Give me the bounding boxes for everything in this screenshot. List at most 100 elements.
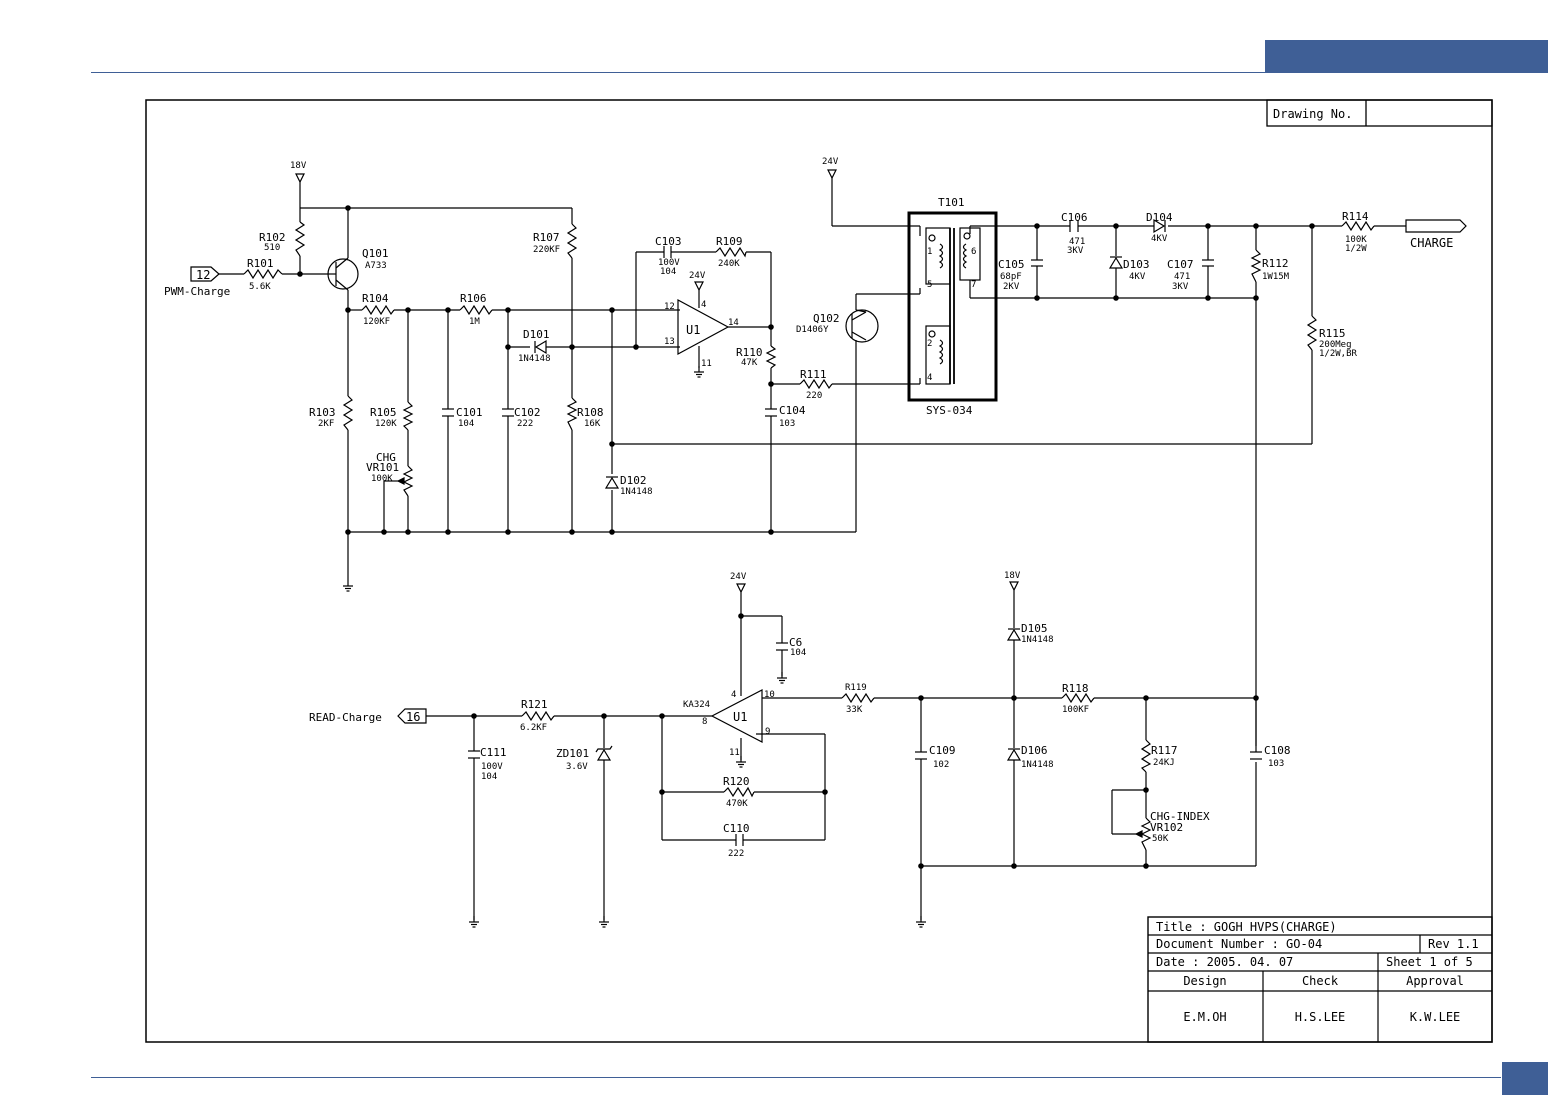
- label-d103: D103: [1123, 258, 1150, 271]
- label-r120-val: 470K: [726, 799, 748, 809]
- label-r103: R103: [309, 406, 336, 419]
- label-r111: R111: [800, 368, 827, 381]
- label-u1b-part: KA324: [683, 700, 710, 710]
- label-vr102-val: 50K: [1152, 834, 1169, 844]
- label-r111-val: 220: [806, 391, 822, 401]
- label-r105-val: 120K: [375, 419, 397, 429]
- label-q102: Q102: [813, 312, 840, 325]
- sheet-border: [145, 99, 1493, 1043]
- ground-symbol-c111: [468, 915, 480, 928]
- label-r115-val1: 200Meg: [1319, 340, 1352, 350]
- check-label: Check: [1302, 974, 1339, 988]
- label-v24-opamp1: 24V: [689, 271, 706, 281]
- label-u1a-p14: 14: [728, 318, 739, 328]
- label-t101-part: SYS-034: [926, 404, 973, 417]
- design-name: E.M.OH: [1183, 1010, 1226, 1024]
- label-d106: D106: [1021, 744, 1048, 757]
- label-r102: R102: [259, 231, 286, 244]
- label-v18-bottom: 18V: [1004, 571, 1021, 581]
- label-c104: C104: [779, 404, 806, 417]
- label-d101-val: 1N4148: [518, 354, 551, 364]
- pwm-port-label: PWM-Charge: [164, 285, 230, 298]
- label-t-p5: 5: [927, 280, 932, 290]
- pwm-port-number: 12: [196, 268, 210, 282]
- label-c110: C110: [723, 822, 750, 835]
- label-d102-val: 1N4148: [620, 487, 653, 497]
- upper-labels: 18V 24V 24V R102 510 R101 5.6K Q101 A733…: [247, 157, 1369, 497]
- label-r121: R121: [521, 698, 548, 711]
- label-u1a-p4: 4: [701, 300, 706, 310]
- label-c108: C108: [1264, 744, 1291, 757]
- label-c110-val: 222: [728, 849, 744, 859]
- label-r103-val: 2KF: [318, 419, 334, 429]
- label-c6-val: 104: [790, 648, 806, 658]
- label-c105-val1: 68pF: [1000, 272, 1022, 282]
- lower-junctions: [471, 613, 1259, 869]
- label-u1b-p10: 10: [764, 690, 775, 700]
- title-text: Title : GOGH HVPS(CHARGE): [1156, 920, 1337, 934]
- label-r105: R105: [370, 406, 397, 419]
- label-r121-val: 6.2KF: [520, 723, 547, 733]
- label-d105-val: 1N4148: [1021, 635, 1054, 645]
- sheet-count-text: Sheet 1 of 5: [1386, 955, 1473, 969]
- label-d105: D105: [1021, 622, 1048, 635]
- label-r106: R106: [460, 292, 487, 305]
- label-r107-val: 220KF: [533, 245, 560, 255]
- label-r119: R119: [845, 683, 867, 693]
- label-vr102-a: CHG-INDEX: [1150, 810, 1210, 823]
- lower-components: [468, 628, 1262, 851]
- label-r107: R107: [533, 231, 560, 244]
- label-u1a-p11: 11: [701, 359, 712, 369]
- label-vr102: VR102: [1150, 821, 1183, 834]
- label-q101: Q101: [362, 247, 389, 260]
- label-r104: R104: [362, 292, 389, 305]
- label-t-p2: 2: [927, 339, 932, 349]
- upper-components: [243, 211, 1375, 497]
- label-r112-val: 1W15M: [1262, 272, 1290, 282]
- label-r115: R115: [1319, 327, 1346, 340]
- label-d101: D101: [523, 328, 550, 341]
- charge-output-port: CHARGE: [1405, 219, 1467, 250]
- label-c107: C107: [1167, 258, 1194, 271]
- ground-symbol-c109: [915, 915, 927, 928]
- ground-symbol-1: [342, 579, 354, 592]
- label-u1b-p4: 4: [731, 690, 736, 700]
- label-r117-val: 24KJ: [1153, 758, 1175, 768]
- read-port-label: READ-Charge: [309, 711, 382, 724]
- label-c107-val2: 3KV: [1172, 282, 1189, 292]
- footer-accent-box: [1502, 1062, 1548, 1095]
- lower-wiring: [426, 590, 1257, 920]
- label-r109-val: 240K: [718, 259, 740, 269]
- upper-junctions: [297, 205, 1315, 535]
- revision-text: Rev 1.1: [1428, 937, 1479, 951]
- label-r110-val: 47K: [741, 358, 758, 368]
- approval-label: Approval: [1406, 974, 1464, 988]
- label-t-p6: 6: [971, 247, 976, 257]
- label-r109: R109: [716, 235, 743, 248]
- label-r104-val: 120KF: [363, 317, 390, 327]
- label-d103-val: 4KV: [1129, 272, 1146, 282]
- label-c111-val2: 104: [481, 772, 497, 782]
- approval-name: K.W.LEE: [1410, 1010, 1461, 1024]
- title-block: Title : GOGH HVPS(CHARGE) Document Numbe…: [1147, 916, 1493, 1043]
- check-name: H.S.LEE: [1295, 1010, 1346, 1024]
- label-vr101: VR101: [366, 461, 399, 474]
- label-c106-val2: 3KV: [1067, 246, 1084, 256]
- label-vr101-val: 100K: [371, 474, 393, 484]
- label-c103: C103: [655, 235, 682, 248]
- label-c104-val: 103: [779, 419, 795, 429]
- design-label: Design: [1183, 974, 1226, 988]
- label-vr101-a: CHG: [376, 451, 396, 464]
- label-c106: C106: [1061, 211, 1088, 224]
- label-c109-val: 102: [933, 760, 949, 770]
- label-c105-val2: 2KV: [1003, 282, 1020, 292]
- label-t101: T101: [938, 196, 965, 209]
- label-v24-top: 24V: [822, 157, 839, 167]
- label-c108-val: 103: [1268, 759, 1284, 769]
- footer-rule: [91, 1077, 1501, 1078]
- label-q101-val: A733: [365, 261, 387, 271]
- label-r101: R101: [247, 257, 274, 270]
- label-r108: R108: [577, 406, 604, 419]
- label-r110: R110: [736, 346, 763, 359]
